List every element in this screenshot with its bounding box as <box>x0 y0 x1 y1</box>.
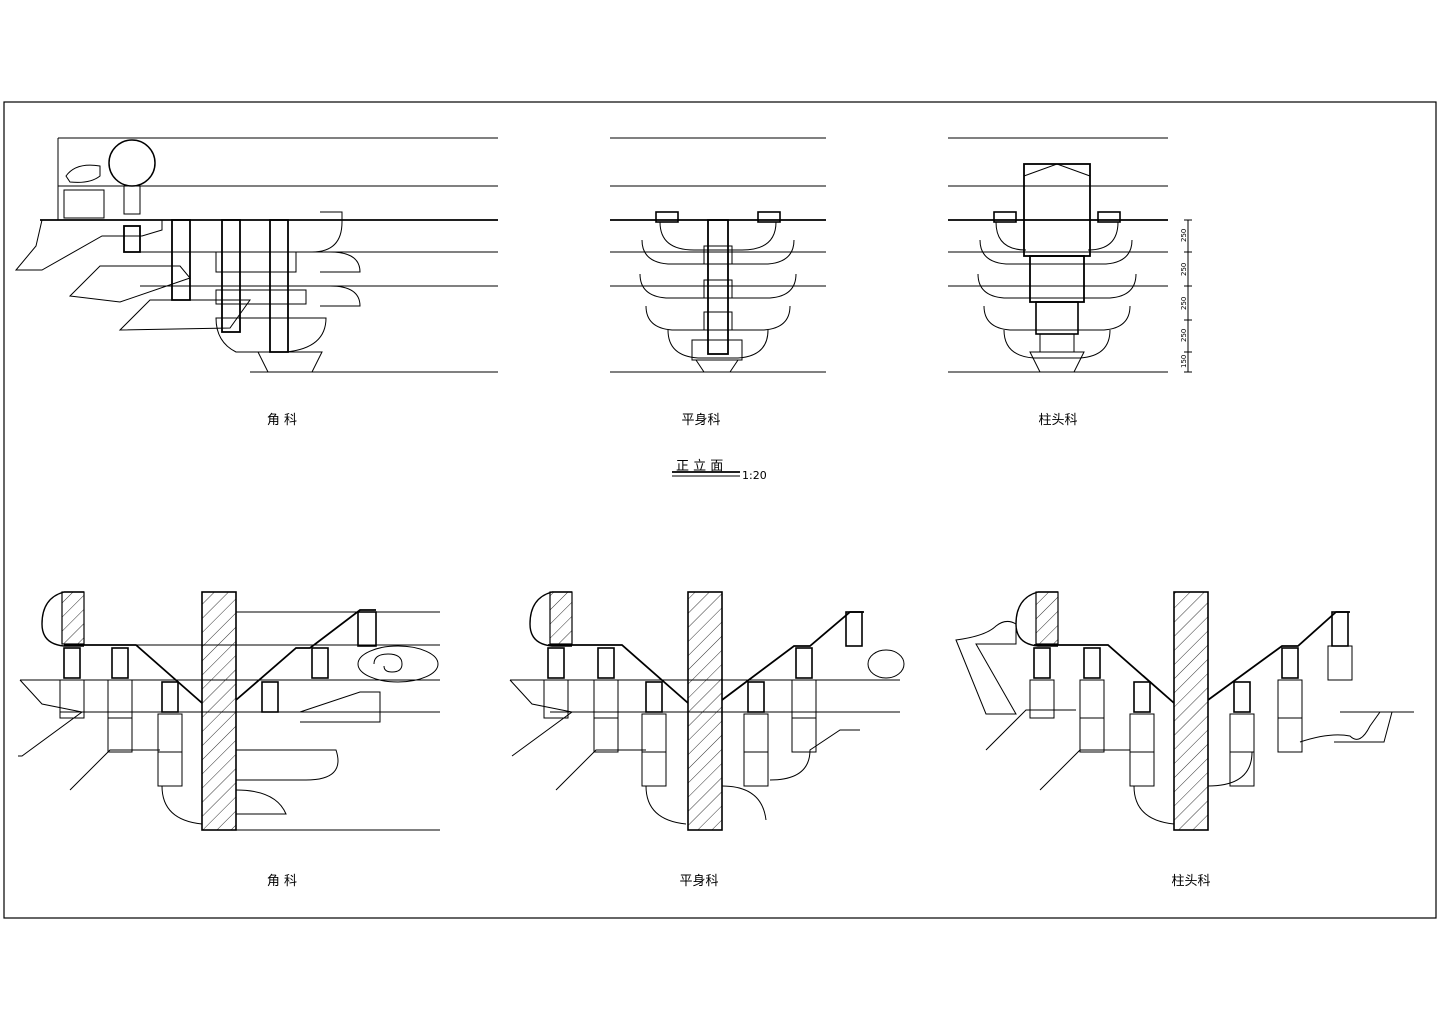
elevation-column-head-bracket <box>948 137 1192 373</box>
dimension-label: 150 <box>1180 354 1188 368</box>
dimension-label: 250 <box>1180 328 1188 342</box>
dimension-label: 250 <box>1180 262 1188 276</box>
section-intermediate-bracket <box>509 591 905 831</box>
elevation-corner-bracket <box>14 137 498 373</box>
drawing-frame <box>3 101 1437 919</box>
elevation-label-column-head: 柱头科 <box>1038 413 1078 428</box>
dimension-label: 250 <box>1180 228 1188 242</box>
section-corner-bracket <box>18 591 440 831</box>
elevation-label-corner: 角 科 <box>266 413 298 428</box>
elevation-title-underline <box>672 471 740 477</box>
elevation-scale: 1:20 <box>742 469 767 482</box>
elevation-intermediate-bracket <box>610 137 826 373</box>
section-label-column-head: 柱头科 <box>1171 874 1211 889</box>
section-label-intermediate: 平身科 <box>679 874 719 889</box>
elevation-title: 正 立 面 <box>676 459 724 474</box>
elevation-label-intermediate: 平身科 <box>681 413 721 428</box>
dimension-label: 250 <box>1180 296 1188 310</box>
section-column-head-bracket <box>955 591 1414 831</box>
section-label-corner: 角 科 <box>266 874 298 889</box>
